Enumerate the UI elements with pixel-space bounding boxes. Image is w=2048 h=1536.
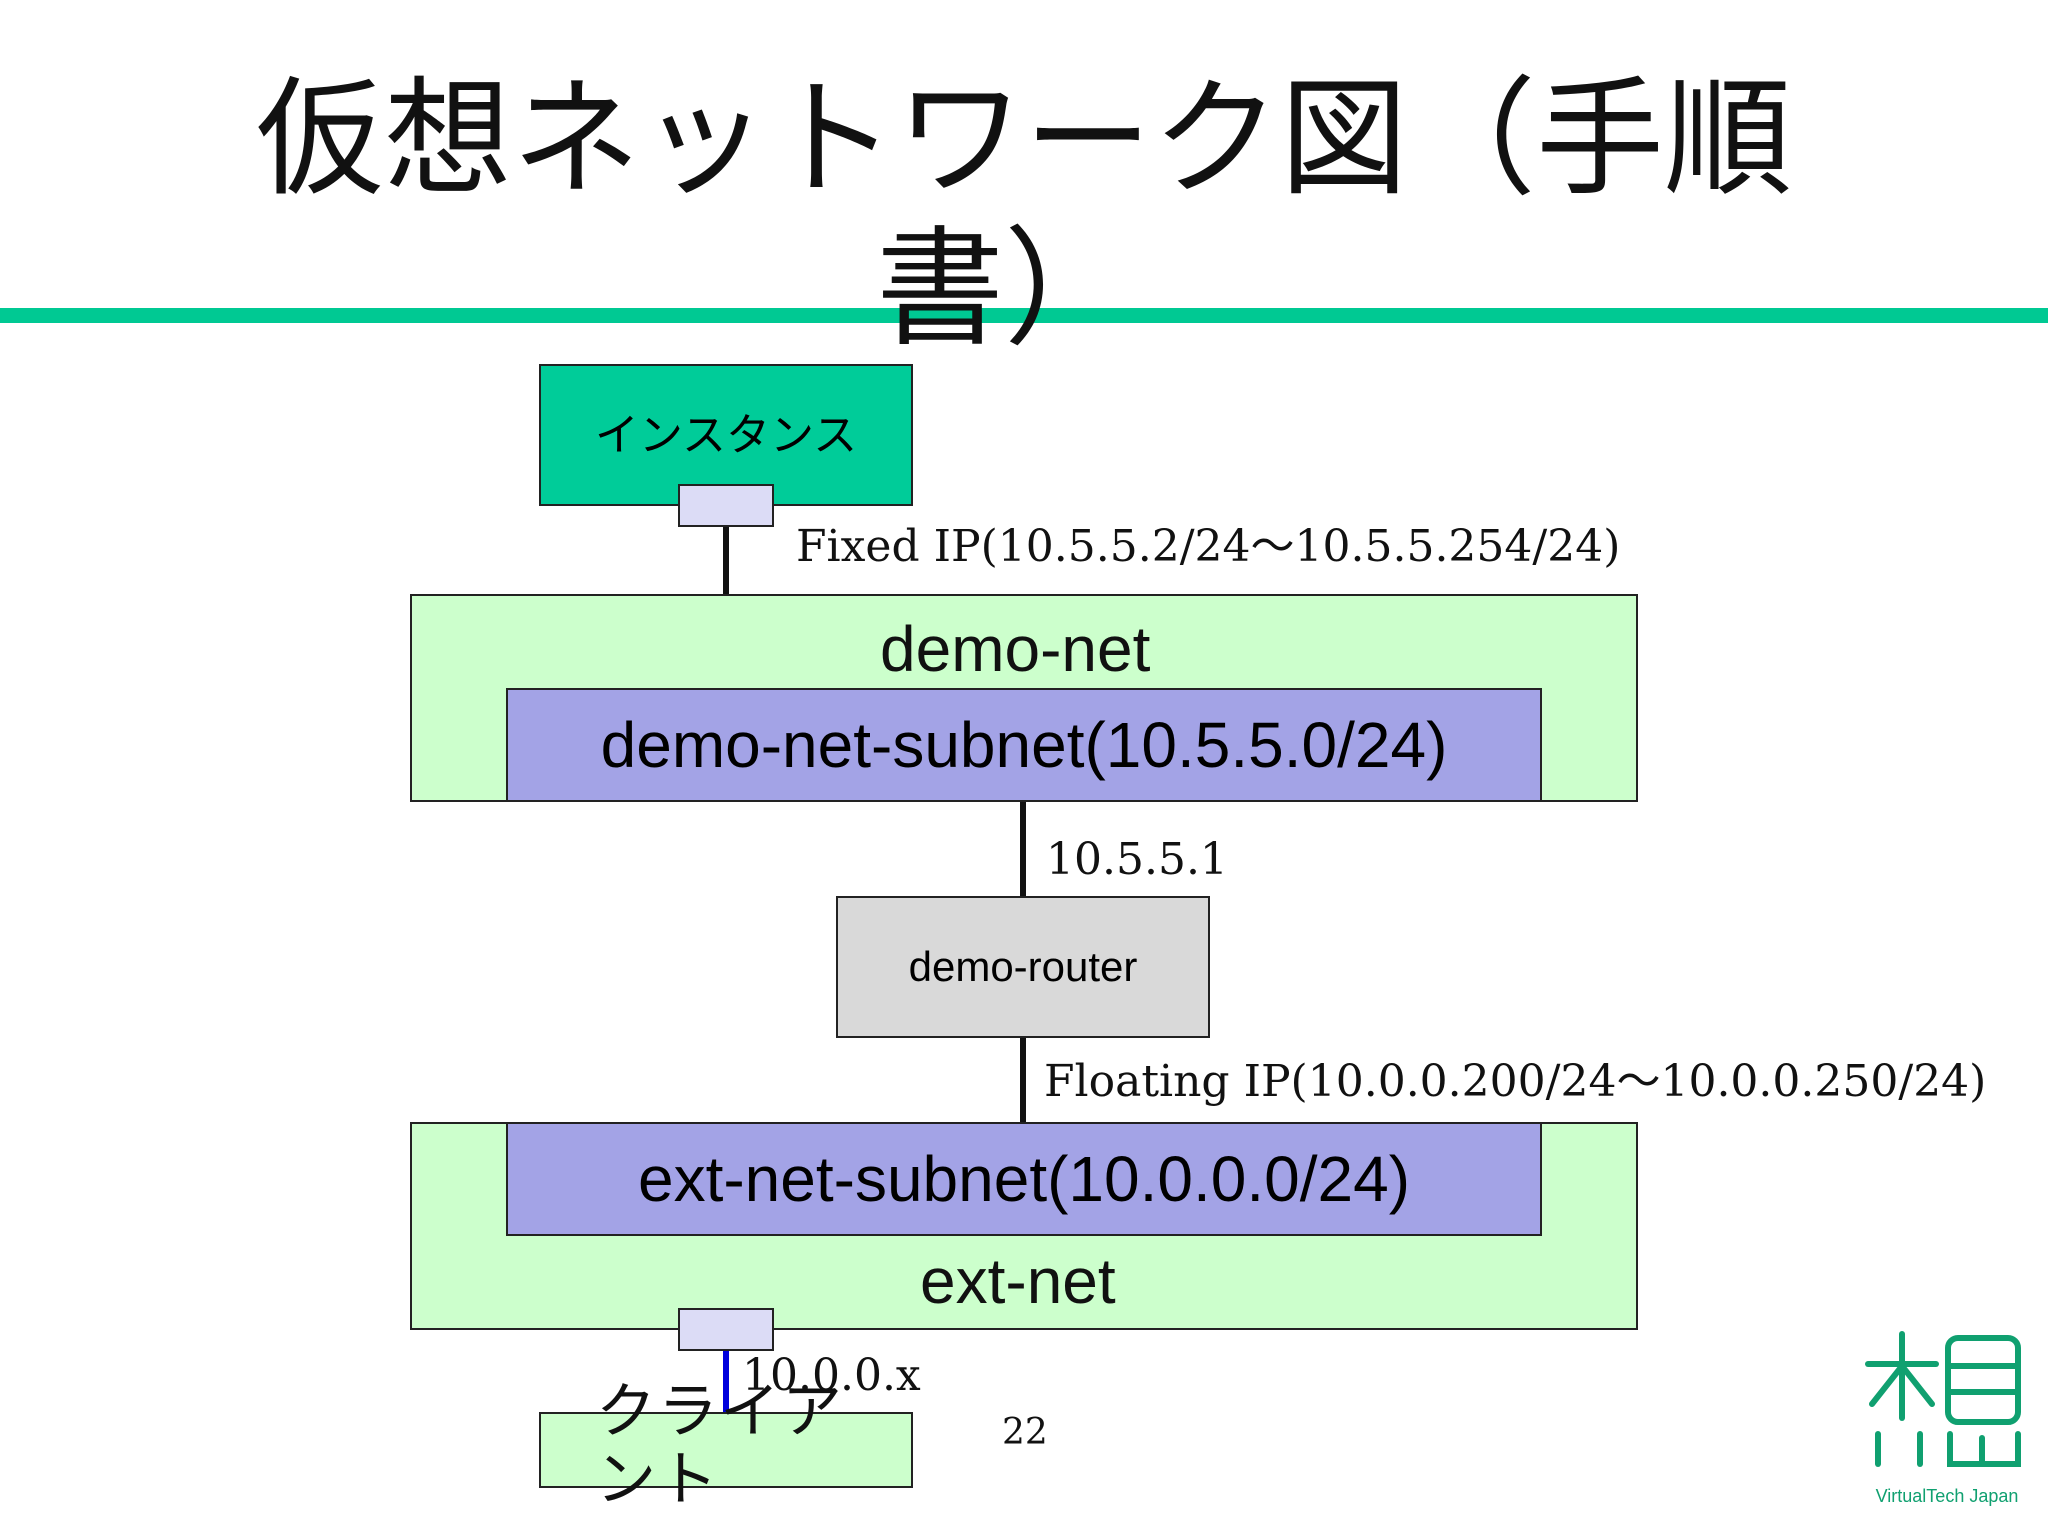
ext-net-label: ext-net bbox=[920, 1245, 1116, 1317]
virtualtech-logo-icon bbox=[1865, 1331, 2021, 1467]
router-upper-link-line bbox=[1020, 800, 1026, 896]
page-number: 22 bbox=[1002, 1412, 1048, 1453]
fixed-ip-label: Fixed IP(10.5.5.2/24〜10.5.5.254/24) bbox=[796, 521, 1621, 572]
ext-net-subnet-label: ext-net-subnet(10.0.0.0/24) bbox=[637, 1143, 1411, 1215]
client-node bbox=[539, 1412, 913, 1488]
instance-node: インスタンス bbox=[539, 364, 913, 506]
router-lower-link-line bbox=[1020, 1038, 1026, 1124]
demo-net-label: demo-net bbox=[880, 613, 1151, 685]
ext-net-subnet-node: ext-net-subnet(10.0.0.0/24) bbox=[506, 1122, 1542, 1236]
client-label: クライアント bbox=[596, 1377, 844, 1515]
demo-router-label: demo-router bbox=[908, 943, 1138, 990]
ext-net-port bbox=[678, 1308, 774, 1351]
demo-net-subnet-label: demo-net-subnet(10.5.5.0/24) bbox=[600, 709, 1448, 781]
client-ip-label: 10.0.0.x bbox=[742, 1350, 921, 1401]
instance-label: インスタンス bbox=[594, 410, 858, 461]
demo-net-subnet-node: demo-net-subnet(10.5.5.0/24) bbox=[506, 688, 1542, 802]
instance-port bbox=[678, 484, 774, 527]
floating-ip-label: Floating IP(10.0.0.200/24〜10.0.0.250/24) bbox=[1044, 1056, 1987, 1107]
slide-title-line1: 仮想ネットワーク図（手順 bbox=[255, 65, 1792, 214]
virtualtech-logo: VirtualTech Japan bbox=[1862, 1328, 2032, 1518]
slide-title-line2: 書） bbox=[875, 215, 1132, 364]
demo-router-node: demo-router bbox=[836, 896, 1210, 1038]
title-underline bbox=[0, 308, 2048, 323]
router-ip-label: 10.5.5.1 bbox=[1046, 834, 1228, 885]
logo-text: VirtualTech Japan bbox=[1875, 1486, 2019, 1506]
